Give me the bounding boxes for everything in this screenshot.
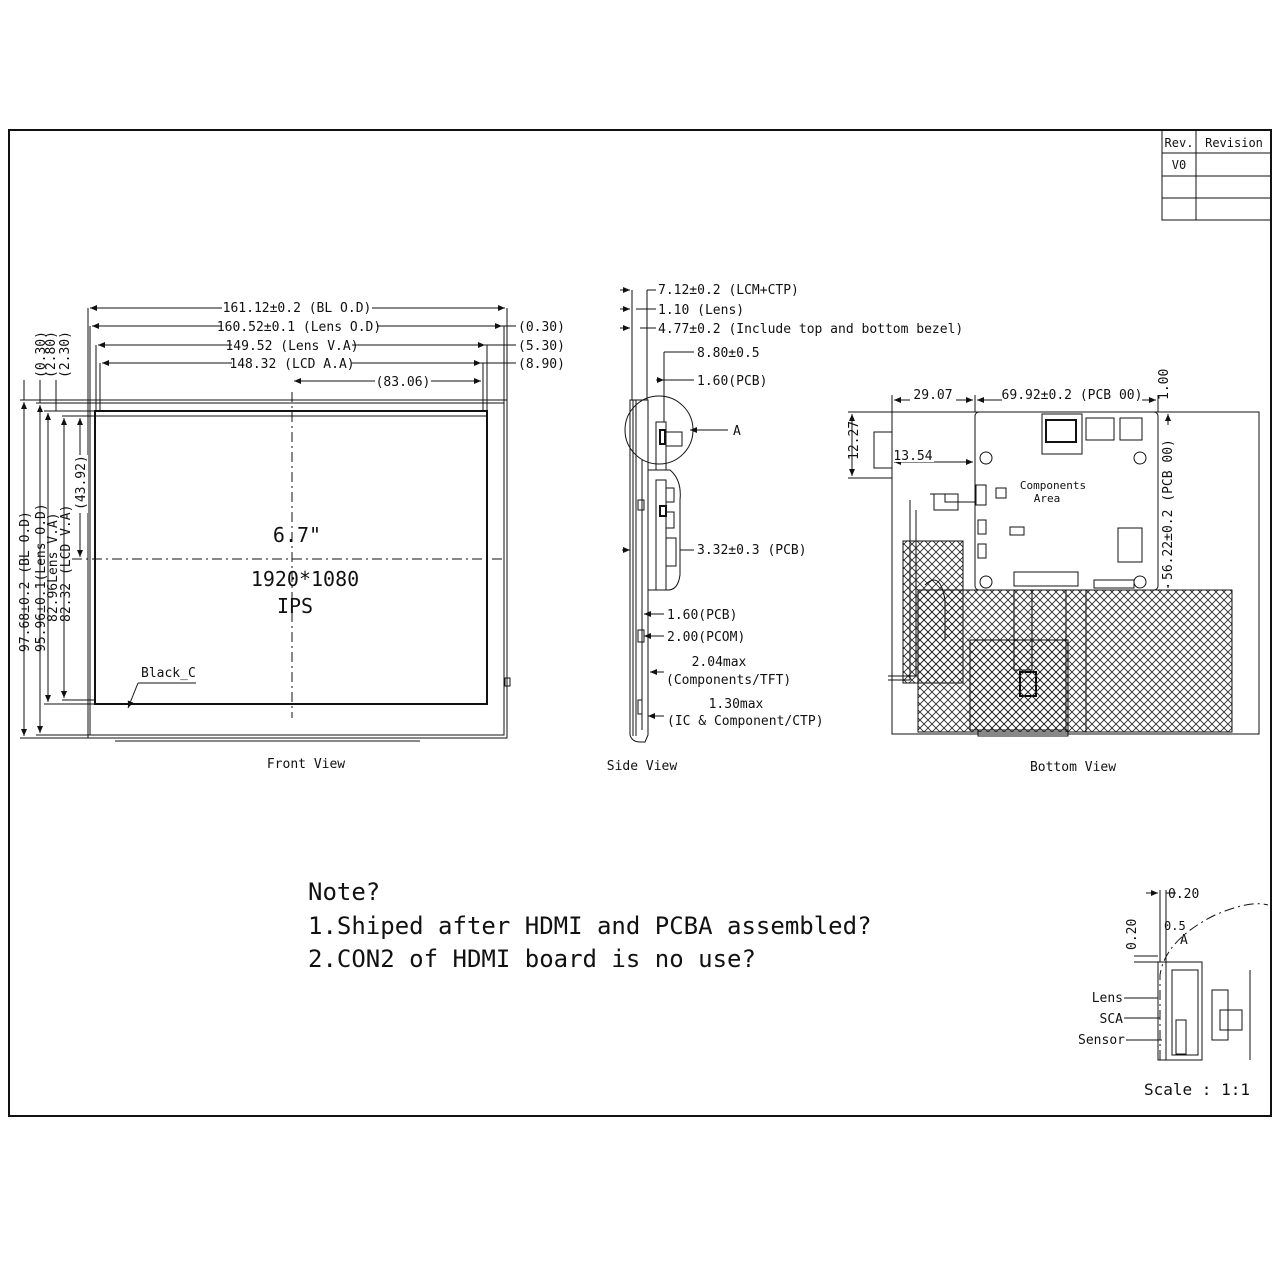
notes: Note? 1.Shiped after HDMI and PCBA assem…: [308, 878, 872, 973]
dim-v-lcd-va: 82.32 (LCD V.A): [59, 505, 74, 622]
side-dim-8: 2.00(PCOM): [667, 630, 745, 645]
detail-d-left: 0.20: [1125, 919, 1140, 950]
side-comp-tft-1: 2.04max: [692, 655, 747, 670]
front-v-dims: 97.68±0.2 (BL O.D) 95.96±0.1(Lens O.D) 8…: [18, 331, 95, 739]
detail-lens: Lens: [1092, 991, 1123, 1006]
note-line-1: 1.Shiped after HDMI and PCBA assembled?: [308, 912, 872, 940]
dim-bl-od: 161.12±0.2 (BL O.D): [223, 301, 372, 316]
side-dim-2: 1.10 (Lens): [658, 303, 744, 318]
panel-resolution: 1920*1080: [251, 567, 359, 591]
revision-table: Rev. Revision V0: [1161, 129, 1272, 221]
dim-lcd-aa: 148.32 (LCD A.A): [229, 357, 354, 372]
side-ic-ctp-1: 1.30max: [709, 697, 764, 712]
side-view: A 7.12±0.2 (LCM+CTP) 1.10 (Lens) 4.77±0.…: [607, 283, 963, 774]
note-title: Note?: [308, 878, 380, 906]
scale-label: Scale : 1:1: [1144, 1080, 1250, 1099]
detail-d-top: 0.20: [1168, 887, 1199, 902]
dim-h-center: (83.06): [376, 375, 431, 390]
side-dim-5: 1.60(PCB): [697, 374, 767, 389]
front-view: 161.12±0.2 (BL O.D) 160.52±0.1 (Lens O.D…: [18, 299, 565, 772]
bottom-view: Components Area 29.07 69.92±0.2 (PCB 00)…: [847, 369, 1260, 775]
dim-top-1: (0.30): [34, 331, 49, 378]
detail-ref: A: [1180, 933, 1188, 948]
dim-v-lens-od: 95.96±0.1(Lens O.D): [34, 503, 49, 652]
bottom-dim-13: 13.54: [893, 449, 932, 464]
rev-value: V0: [1172, 158, 1186, 172]
components-label-1: Components: [1020, 479, 1086, 492]
detail-angle: 0.5: [1164, 919, 1186, 933]
side-dim-1: 7.12±0.2 (LCM+CTP): [658, 283, 799, 298]
dim-v-center: (43.92): [74, 455, 89, 510]
rev-header: Rev.: [1165, 136, 1194, 150]
side-comp-tft-2: (Components/TFT): [666, 673, 791, 688]
bottom-dim-pcb-h: 56.22±0.2 (PCB 00): [1161, 439, 1176, 580]
drawing-frame: [8, 129, 1272, 1117]
dim-right-1: (0.30): [518, 320, 565, 335]
note-line-2: 2.CON2 of HDMI board is no use?: [308, 945, 756, 973]
side-dim-3: 4.77±0.2 (Include top and bottom bezel): [658, 322, 963, 337]
bottom-view-caption: Bottom View: [1030, 760, 1116, 775]
revision-header: Revision: [1205, 136, 1263, 150]
bottom-dim-top: 1.00: [1157, 369, 1172, 400]
pcb-board: [974, 411, 1159, 591]
side-dim-4: 8.80±0.5: [697, 346, 760, 361]
dim-v-lens-va: 82.96Lens V.A): [46, 512, 61, 622]
side-dim-6: 3.32±0.3 (PCB): [697, 543, 807, 558]
side-view-caption: Side View: [607, 759, 678, 774]
side-dim-7: 1.60(PCB): [667, 608, 737, 623]
panel-type: IPS: [277, 594, 313, 618]
dim-right-3: (8.90): [518, 357, 565, 372]
dim-right-2: (5.30): [518, 339, 565, 354]
front-h-dims: 161.12±0.2 (BL O.D) 160.52±0.1 (Lens O.D…: [87, 299, 565, 411]
bottom-dim-12: 12.27: [847, 421, 862, 460]
bezel-label: Black_C: [141, 666, 196, 681]
detail-sca: SCA: [1100, 1012, 1124, 1027]
active-area: [94, 410, 488, 705]
dim-v-bl-od: 97.68±0.2 (BL O.D): [18, 511, 33, 652]
dim-lens-od: 160.52±0.1 (Lens O.D): [217, 320, 381, 335]
side-ic-ctp-2: (IC & Component/CTP): [667, 714, 824, 729]
dim-lens-va: 149.52 (Lens V.A): [225, 339, 358, 354]
detail-sensor: Sensor: [1078, 1033, 1125, 1048]
detail-a: 0.20 0.20 0.5 A Lens SCA Sensor: [1078, 887, 1269, 1061]
dim-top-2: (2.80): [44, 331, 59, 378]
front-view-caption: Front View: [267, 757, 345, 772]
bottom-dim-left: 29.07: [913, 388, 952, 403]
side-detail-ref: A: [733, 424, 741, 439]
components-label-2: Area: [1034, 492, 1061, 505]
bottom-dim-pcb-w: 69.92±0.2 (PCB 00): [1002, 388, 1143, 403]
dim-top-3: (2.30): [58, 331, 73, 378]
panel-size: 6.7": [273, 523, 321, 547]
